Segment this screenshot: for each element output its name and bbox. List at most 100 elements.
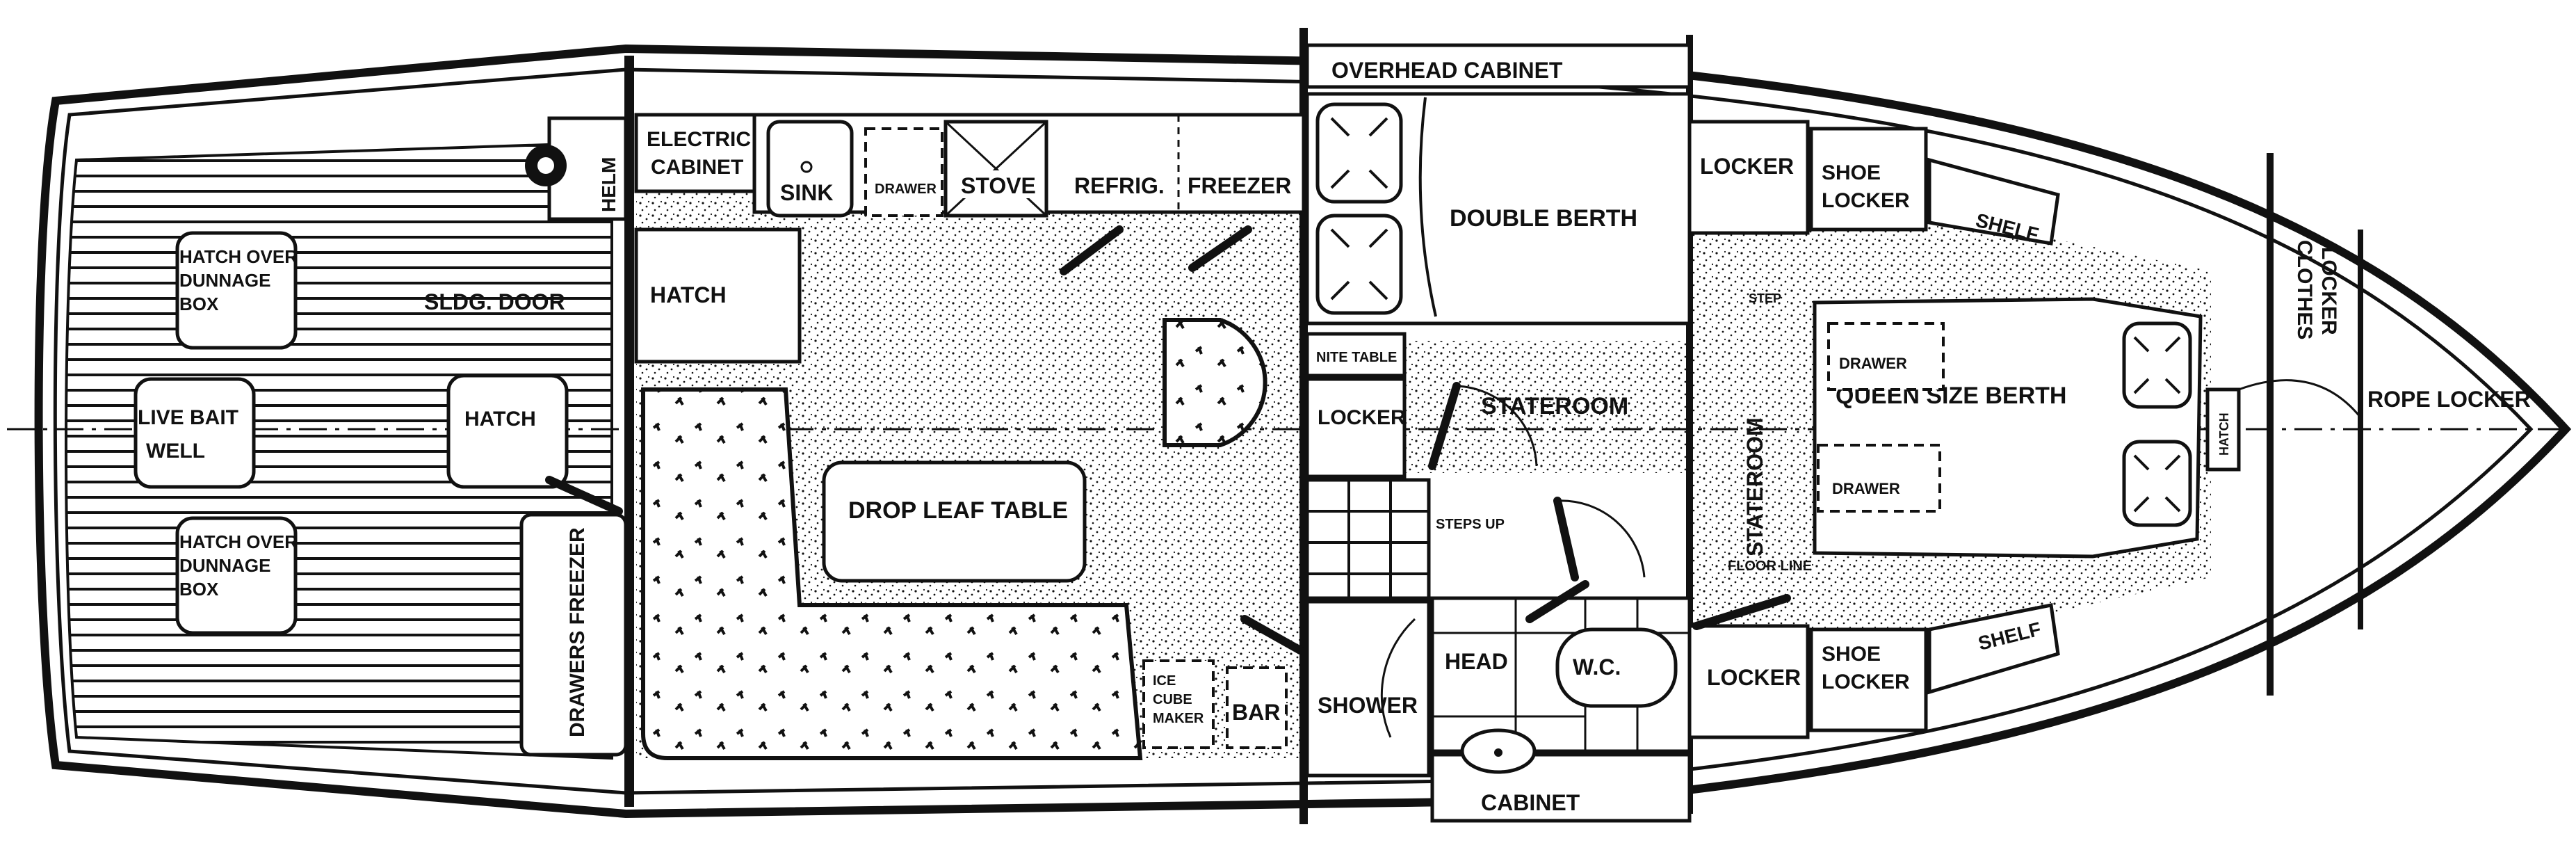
stateroom-fwd-door — [1692, 594, 1791, 630]
locker-salon — [1305, 377, 1407, 479]
stateroom-mid-door — [1428, 382, 1461, 470]
stove-label: STOVE — [961, 173, 1036, 198]
shoe-locker-top-label-1: SHOE — [1822, 161, 1881, 184]
steps-up-label: STEPS UP — [1436, 517, 1505, 532]
live-bait-label-2: WELL — [146, 440, 205, 463]
shoe-locker-top — [1809, 127, 1928, 232]
nite-table — [1305, 332, 1407, 378]
overhead-cabinet — [1305, 43, 1692, 89]
hatch-cockpit-box — [446, 374, 569, 489]
helm-label: HELM — [598, 157, 619, 212]
steps-door — [1553, 497, 1579, 581]
hatch-over-dunnage-box-bottom — [175, 516, 298, 635]
ice-cube-maker-label-3: MAKER — [1153, 711, 1204, 726]
rope-locker-chain-line — [2238, 379, 2362, 418]
round-seat — [1163, 318, 1267, 447]
hatch-over-label-bottom-2: DUNNAGE — [179, 555, 270, 576]
queen-pillow-mark-2 — [2133, 454, 2181, 513]
head-label: HEAD — [1445, 649, 1508, 674]
double-berth-pillow-2 — [1315, 214, 1403, 315]
drawers-freezer-label: DRAWERS FREEZER — [566, 527, 589, 737]
drawer-fwd-bottom — [1817, 444, 1941, 513]
live-bait-label-1: LIVE BAIT — [138, 406, 238, 429]
clothes-locker-label-1: CLOTHES — [2293, 240, 2316, 339]
double-berth-sheet — [1418, 97, 1437, 317]
stateroom-mid-label: STATEROOM — [1481, 393, 1628, 419]
salon-hatch-clear — [641, 282, 724, 311]
electric-cabinet-label-2: CABINET — [651, 156, 743, 179]
shoe-locker-bottom-label-1: SHOE — [1822, 643, 1881, 666]
locker-fwd-bottom — [1687, 624, 1810, 739]
double-berth-pillow-1 — [1315, 102, 1403, 204]
bar-cabinet — [1226, 666, 1288, 749]
refrig-door — [1060, 225, 1124, 275]
hatch-over-label-bottom-3: BOX — [179, 579, 219, 600]
hatch-cockpit-label: HATCH — [464, 408, 536, 431]
drawer-fwd-top-label: DRAWER — [1839, 355, 1907, 372]
shelf-bottom — [1927, 603, 2060, 695]
hatch-over-label-bottom-1: HATCH OVER — [179, 531, 298, 552]
ice-cube-maker-label-1: ICE — [1153, 673, 1176, 689]
wc-toilet — [1555, 627, 1678, 708]
electric-cabinet-label-1: ELECTRIC — [647, 128, 751, 151]
head-door — [1525, 580, 1589, 623]
refrig-label: REFRIG. — [1074, 173, 1165, 198]
locker-fwd-top-label: LOCKER — [1700, 154, 1794, 179]
nite-table-label: NITE TABLE — [1316, 350, 1397, 365]
locker-fwd-top — [1687, 120, 1810, 235]
dinette-cushion — [641, 387, 1143, 760]
electric-cabinet — [634, 113, 756, 193]
steps-door-swing — [1557, 499, 1646, 578]
bow-hatch — [2205, 387, 2241, 472]
hatch-over-label-top-2: DUNNAGE — [179, 270, 270, 291]
queen-pillow-2 — [2122, 440, 2192, 527]
shelf-top — [1927, 157, 2060, 246]
freezer-door — [1188, 225, 1252, 272]
drawer-fwd-bottom-label: DRAWER — [1832, 480, 1900, 497]
ice-cube-maker-label-2: CUBE — [1153, 692, 1192, 707]
stove-cross-b — [944, 120, 1048, 217]
shower — [1305, 600, 1431, 778]
bow-hatch-label: HATCH — [2217, 412, 2231, 456]
galley-drawer-label: DRAWER — [875, 182, 937, 197]
drawer-fwd-top — [1827, 322, 1945, 391]
clothes-locker-label-2: LOCKER — [2317, 247, 2340, 335]
companionway-steps — [1305, 478, 1431, 600]
locker-fwd-bottom-label: LOCKER — [1707, 665, 1801, 690]
live-bait-well — [133, 377, 256, 489]
queen-pillow-1 — [2122, 321, 2192, 409]
galley-drawer — [864, 127, 943, 217]
shower-curtain-swing — [1380, 618, 1416, 738]
ice-cube-maker — [1142, 659, 1215, 749]
shower-label: SHOWER — [1318, 693, 1418, 718]
wc-label: W.C. — [1573, 655, 1621, 680]
overhead-cabinet-label: OVERHEAD CABINET — [1331, 58, 1563, 83]
salon-hatch-label-fg: HATCH — [650, 282, 727, 307]
double-berth-pillow-mark-1 — [1330, 117, 1388, 189]
shoe-locker-bottom — [1809, 627, 1928, 732]
step-label: STEP — [1749, 291, 1781, 305]
head-cabinet-label: CABINET — [1481, 790, 1580, 815]
freezer-galley-label: FREEZER — [1188, 173, 1291, 198]
drop-leaf-table-label: DROP LEAF TABLE — [848, 497, 1068, 524]
hatch-over-label-top-3: BOX — [179, 294, 219, 314]
queen-pillow-mark-1 — [2133, 336, 2181, 394]
rope-locker-label: ROPE LOCKER — [2367, 387, 2531, 412]
drawers-freezer-unit — [519, 513, 628, 757]
stateroom-mid-door-swing — [1456, 385, 1538, 467]
hatch-over-label-top-1: HATCH OVER — [179, 246, 298, 267]
head-basin-drain-icon — [1494, 748, 1502, 757]
steering-wheel-hub-icon — [537, 157, 554, 174]
shoe-locker-top-label-2: LOCKER — [1822, 189, 1910, 212]
head-label-bg — [1438, 647, 1514, 678]
stove-label-bg — [956, 170, 1036, 198]
sink-label: SINK — [780, 180, 833, 205]
double-berth-label: DOUBLE BERTH — [1450, 205, 1637, 232]
sldg-door-label: SLDG. DOOR — [424, 289, 565, 314]
shoe-locker-bottom-label-2: LOCKER — [1822, 671, 1910, 693]
stateroom-fwd-label: STATEROOM — [1742, 417, 1767, 556]
floor-line-label: FLOOR LINE — [1728, 559, 1812, 574]
double-berth-pillow-mark-2 — [1330, 228, 1388, 300]
hatch-over-dunnage-box-top — [175, 231, 298, 350]
